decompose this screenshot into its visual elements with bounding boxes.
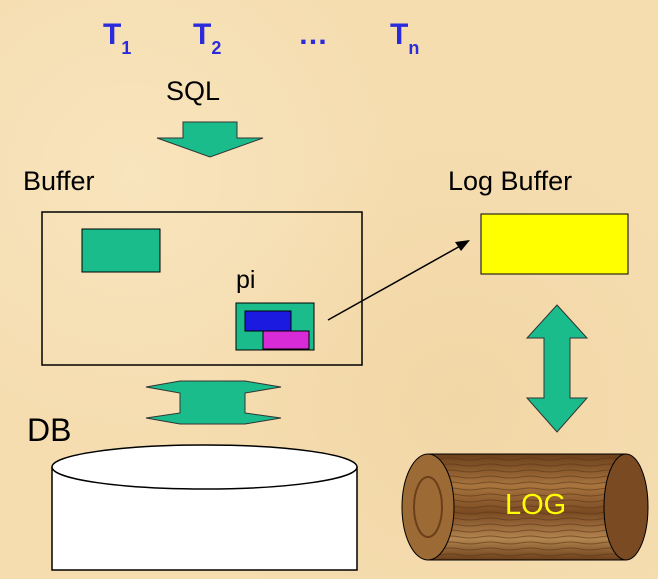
pi-to-logbuffer-arrowhead <box>455 240 470 251</box>
t2-sub: 2 <box>211 38 222 58</box>
sql-label: SQL <box>166 76 221 106</box>
transaction-t2: T2 <box>193 18 221 58</box>
db-label: DB <box>27 412 72 448</box>
sql-down-arrow <box>156 121 264 158</box>
buffer-box <box>41 211 363 366</box>
transaction-ellipsis: … <box>298 18 328 51</box>
db-cylinder-top <box>51 444 358 490</box>
buffer-label: Buffer <box>23 166 95 196</box>
transaction-t1: T1 <box>103 18 131 58</box>
db-cylinder-body <box>51 467 358 571</box>
tn-main: T <box>390 18 409 51</box>
log-grain <box>428 454 626 560</box>
t1-sub: 1 <box>121 38 132 58</box>
log-buffer-box <box>480 213 629 275</box>
buffer-db-double-arrow <box>145 380 282 425</box>
pi-blue-record <box>244 310 292 332</box>
log-right-end <box>603 453 649 561</box>
log-ring <box>413 476 443 538</box>
pi-label: pi <box>236 266 256 294</box>
tn-sub: n <box>408 38 420 58</box>
log-text: LOG <box>505 489 567 521</box>
pi-to-logbuffer-arrow <box>327 244 463 321</box>
logbuffer-log-double-arrow <box>525 304 589 433</box>
log-left-end <box>401 453 455 561</box>
log-buffer-label: Log Buffer <box>448 166 573 196</box>
buffer-page-block <box>81 228 161 273</box>
pi-magenta-record <box>262 330 310 350</box>
t1-main: T <box>103 18 122 51</box>
t2-main: T <box>193 18 212 51</box>
transaction-tn: Tn <box>390 18 419 58</box>
